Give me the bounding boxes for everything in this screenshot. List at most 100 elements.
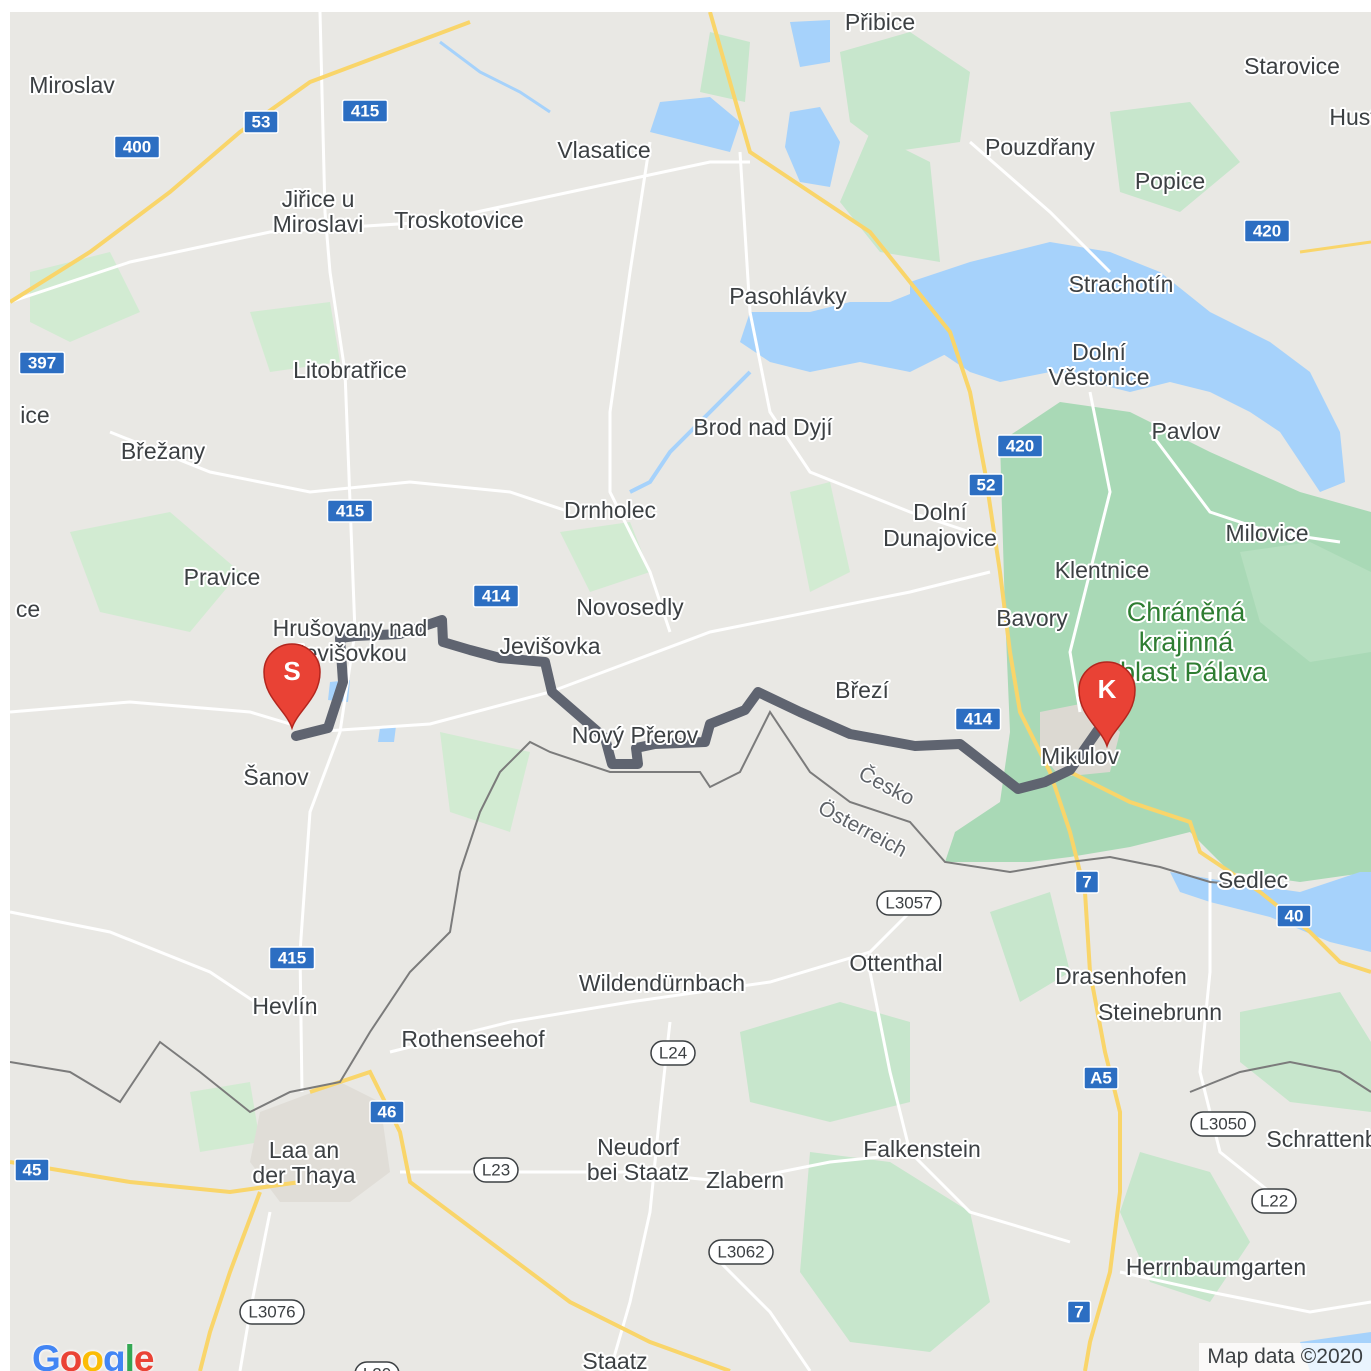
place-label: Pravice <box>184 564 261 590</box>
local-road <box>309 570 991 734</box>
terrain-layer <box>30 20 1371 1371</box>
local-road <box>708 1250 812 1371</box>
place-label: Litobratřice <box>293 357 407 383</box>
place-label: ice <box>20 402 49 428</box>
highway-46 <box>309 1069 731 1371</box>
local-road <box>738 151 971 534</box>
place-label: Staatz <box>582 1348 647 1371</box>
road-layer <box>10 12 1371 1371</box>
place-label: Hrušovany nad <box>273 615 428 641</box>
local-road <box>10 910 271 1014</box>
forest-patch <box>740 1002 910 1122</box>
google-logo: Google <box>32 1338 154 1371</box>
place-label: Šanov <box>243 763 309 790</box>
road-shield: 7 <box>1074 870 1100 894</box>
place-label: Pouzdřany <box>985 134 1095 160</box>
marker-layer[interactable]: SK <box>263 643 1136 749</box>
road-shield: 52 <box>968 473 1004 497</box>
place-label: Laa an <box>269 1137 339 1163</box>
highway-420 <box>1299 240 1371 254</box>
svg-text:7: 7 <box>1074 1302 1083 1321</box>
local-road <box>389 910 912 1054</box>
local-road <box>1119 1270 1371 1314</box>
place-label: Březí <box>835 677 889 703</box>
place-label: Falkenstein <box>863 1136 981 1162</box>
place-label: Zlabern <box>706 1167 784 1193</box>
place-label: Hevlín <box>252 993 317 1019</box>
road-shield: 45 <box>14 1158 50 1182</box>
reservoir <box>650 97 740 152</box>
place-label: Strachotín <box>1069 271 1174 297</box>
place-label: Vlasatice <box>557 137 650 163</box>
local-road <box>109 430 571 514</box>
forest-patch <box>190 1082 260 1152</box>
end-pin[interactable]: K <box>1078 661 1136 749</box>
svg-text:L20: L20 <box>363 1364 391 1371</box>
place-label: Klentnice <box>1055 557 1150 583</box>
svg-text:40: 40 <box>1285 906 1304 925</box>
forest-patch <box>800 1152 990 1352</box>
place-label: Dolní <box>913 499 967 525</box>
place-label: Sedlec <box>1218 867 1288 893</box>
country-border <box>10 710 1271 1114</box>
svg-text:7: 7 <box>1082 872 1091 891</box>
svg-text:52: 52 <box>977 475 996 494</box>
town-area-laa <box>250 1082 390 1202</box>
local-road <box>868 971 1071 1244</box>
reservoir <box>790 20 830 67</box>
highway-45 <box>10 1160 301 1195</box>
svg-text:L24: L24 <box>659 1043 687 1062</box>
svg-text:414: 414 <box>964 709 993 728</box>
place-label: Pasohlávky <box>729 283 847 309</box>
route-line[interactable] <box>291 615 1113 794</box>
river-dyje <box>629 370 752 494</box>
highway-40 <box>1069 770 1371 974</box>
road-shield: 420 <box>996 434 1044 458</box>
place-label: Dunajovice <box>883 525 997 551</box>
pond <box>1170 872 1371 952</box>
local-road <box>1198 872 1271 1194</box>
place-label: Schrattenb <box>1266 1126 1371 1152</box>
place-label: Steinebrunn <box>1098 999 1222 1025</box>
forest-patch <box>250 302 340 372</box>
place-label: Pavlov <box>1151 418 1221 444</box>
place-label: Břežany <box>121 438 206 464</box>
road-shield: 420 <box>1243 219 1291 243</box>
reservoir <box>785 107 840 187</box>
forest-patch <box>1120 1152 1250 1302</box>
road-shield: 414 <box>472 584 520 608</box>
protected-area-label: krajinná <box>1139 627 1235 657</box>
pin-label: S <box>283 656 300 686</box>
place-label: Miroslav <box>29 72 115 98</box>
road-shield: 46 <box>369 1100 405 1124</box>
svg-text:420: 420 <box>1253 221 1281 240</box>
pin-label: K <box>1098 674 1117 704</box>
road-label-oval: L23 <box>473 1157 519 1183</box>
route-layer <box>291 615 1113 794</box>
local-road <box>298 12 357 1093</box>
place-label: Herrnbaumgarten <box>1126 1254 1306 1280</box>
place-label: Starovice <box>1244 53 1340 79</box>
svg-text:L3062: L3062 <box>717 1242 764 1261</box>
road-label-oval: L24 <box>650 1040 696 1066</box>
place-label: ce <box>16 596 40 622</box>
place-label: Bavory <box>996 605 1068 631</box>
place-label: bei Staatz <box>587 1159 689 1185</box>
svg-text:A5: A5 <box>1090 1068 1112 1087</box>
place-label: Věstonice <box>1048 364 1149 390</box>
place-label: Milovice <box>1225 520 1308 546</box>
svg-text:415: 415 <box>278 948 306 967</box>
place-label: Popice <box>1135 168 1205 194</box>
local-road <box>608 141 672 633</box>
svg-text:415: 415 <box>336 501 364 520</box>
svg-text:415: 415 <box>351 101 379 120</box>
place-label: Nový Přerov <box>572 722 699 748</box>
local-road <box>969 140 1112 274</box>
protected-area-label: Chráněná <box>1127 597 1247 627</box>
place-label: Jiřice u <box>282 186 355 212</box>
place-label: Neudorf <box>597 1134 679 1160</box>
start-pin[interactable]: S <box>263 643 321 731</box>
forest-patch <box>840 132 940 262</box>
